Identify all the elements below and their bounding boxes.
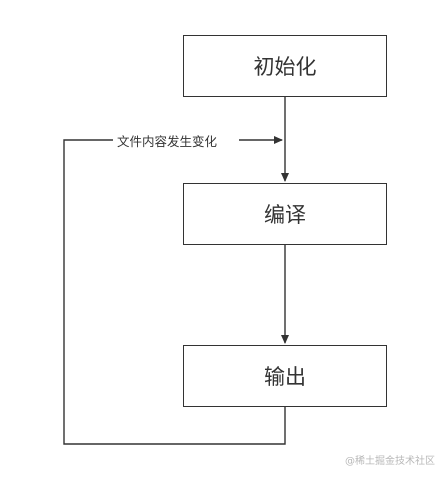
- node-init-label: 初始化: [253, 55, 317, 79]
- edge-label-file-changed: 文件内容发生变化: [113, 131, 222, 150]
- edge-output-loop-back: [63, 139, 286, 445]
- node-output: 输出: [183, 345, 387, 407]
- node-init: 初始化: [183, 35, 387, 97]
- node-compile: 编译: [183, 183, 387, 245]
- node-compile-label: 编译: [264, 203, 306, 227]
- node-output-label: 输出: [264, 365, 306, 389]
- watermark: @稀土掘金技术社区: [345, 456, 435, 467]
